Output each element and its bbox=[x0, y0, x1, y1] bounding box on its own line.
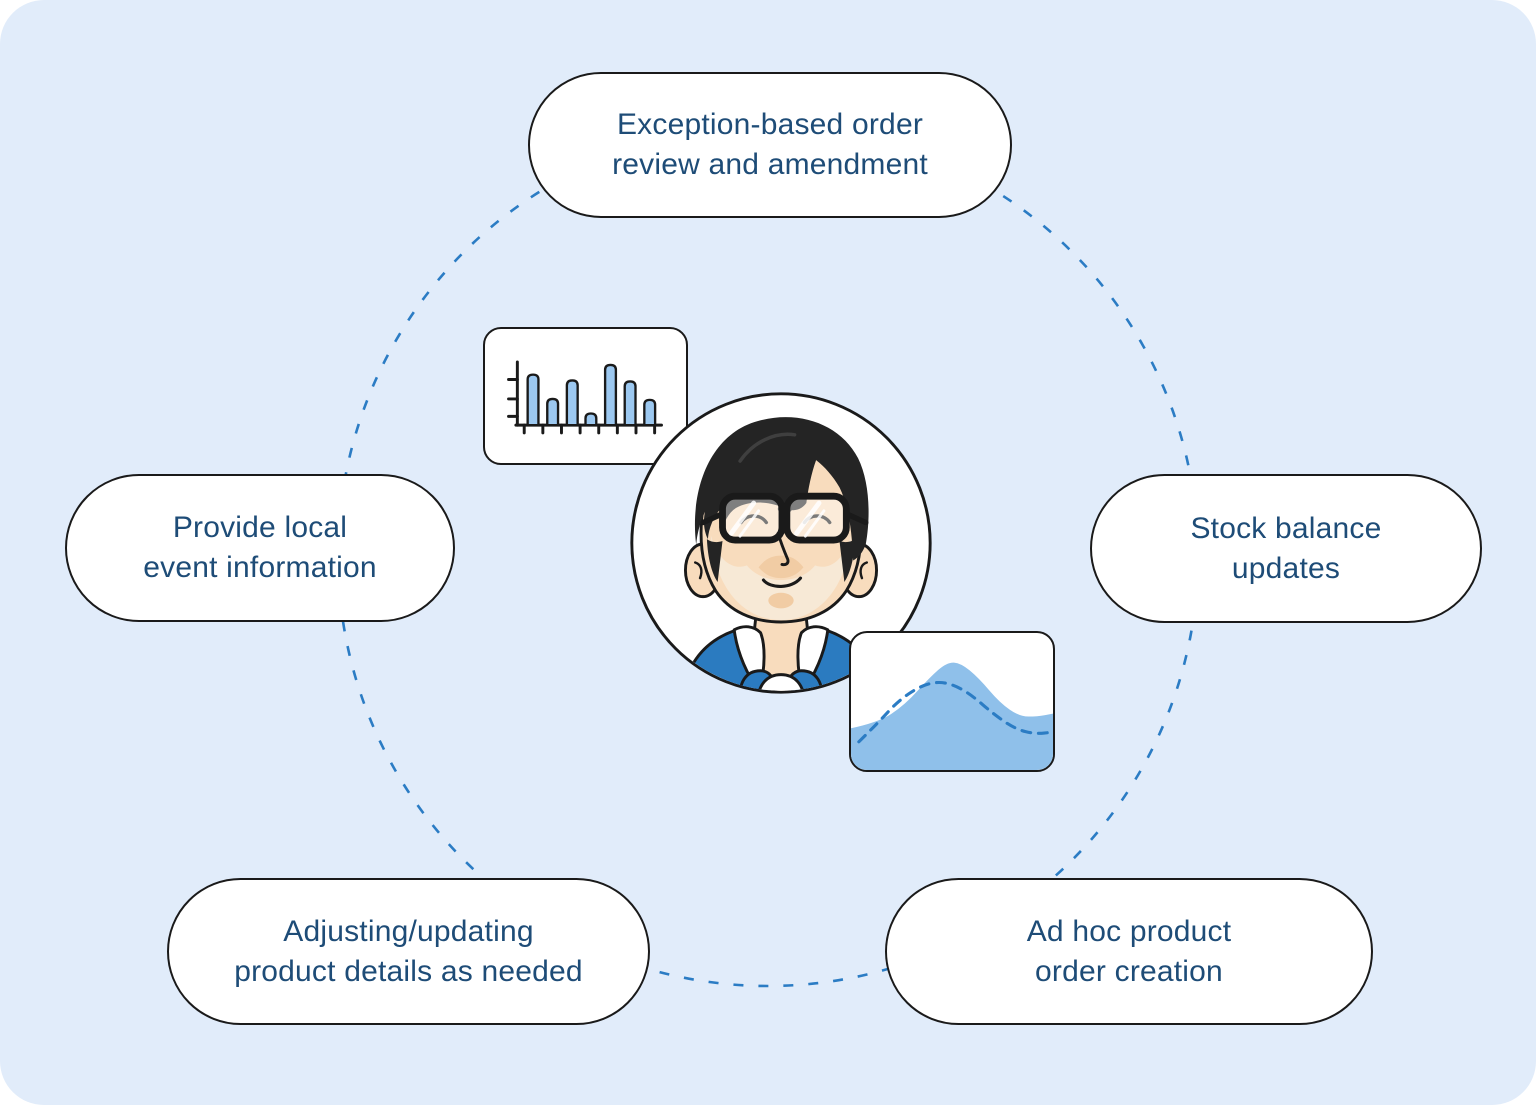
pill-line: Exception-based order bbox=[616, 108, 924, 141]
store-manager-avatar bbox=[625, 387, 937, 699]
bar-chart-icon bbox=[507, 360, 663, 435]
bar-chart-card bbox=[483, 327, 688, 465]
avatar-glasses bbox=[700, 492, 869, 544]
bar bbox=[584, 412, 598, 427]
pill-exception-based-order-review: Exception-based order review and amendme… bbox=[528, 72, 1012, 218]
avatar-ear-inner-left bbox=[693, 561, 703, 580]
pill-ad-hoc-product-order-creation: Ad hoc product order creation bbox=[885, 878, 1373, 1025]
pill-line: review and amendment bbox=[612, 148, 928, 181]
forecast-dashed-line bbox=[857, 680, 1053, 744]
bar bbox=[546, 397, 560, 427]
avatar-nose bbox=[776, 531, 790, 567]
bar bbox=[603, 363, 618, 427]
pill-line: Stock balance bbox=[1190, 511, 1382, 545]
avatar-jacket-lapel-right bbox=[787, 669, 824, 691]
avatar-smile bbox=[761, 576, 803, 588]
pill-provide-local-event-information: Provide local event information bbox=[65, 474, 455, 622]
avatar-jacket-lapel-left bbox=[738, 669, 775, 691]
bar-chart-axes bbox=[507, 360, 663, 435]
pill-line: order creation bbox=[1035, 954, 1223, 988]
avatar-chin-patch bbox=[768, 592, 794, 609]
pill-line: Provide local bbox=[172, 511, 348, 544]
bar-chart-bars bbox=[526, 363, 657, 427]
pill-line: event information bbox=[143, 551, 377, 584]
pill-line: product details as needed bbox=[234, 954, 583, 988]
avatar-beard bbox=[710, 535, 852, 621]
pill-line: Adjusting/updating bbox=[283, 914, 534, 948]
area-chart-card bbox=[849, 631, 1055, 772]
avatar-mustache bbox=[758, 555, 804, 579]
pill-line: Ad hoc product bbox=[1026, 914, 1232, 948]
avatar-hair bbox=[694, 417, 869, 561]
bar bbox=[623, 380, 637, 427]
avatar-sideburn-left bbox=[706, 539, 723, 582]
avatar-ear-inner-right bbox=[859, 561, 869, 580]
pill-line: updates bbox=[1231, 551, 1341, 585]
avatar-hair-shine bbox=[738, 432, 797, 463]
pill-stock-balance-updates: Stock balance updates bbox=[1090, 474, 1482, 623]
pill-adjusting-updating-product-details: Adjusting/updating product details as ne… bbox=[167, 878, 650, 1025]
bar bbox=[643, 398, 657, 427]
avatar-illustration bbox=[630, 392, 932, 694]
bar bbox=[565, 379, 579, 427]
bar bbox=[526, 373, 540, 427]
avatar-sideburn-right bbox=[839, 539, 856, 582]
area-series-fill bbox=[851, 662, 1053, 770]
area-chart-icon bbox=[851, 662, 1053, 770]
avatar-undershirt bbox=[756, 673, 806, 691]
